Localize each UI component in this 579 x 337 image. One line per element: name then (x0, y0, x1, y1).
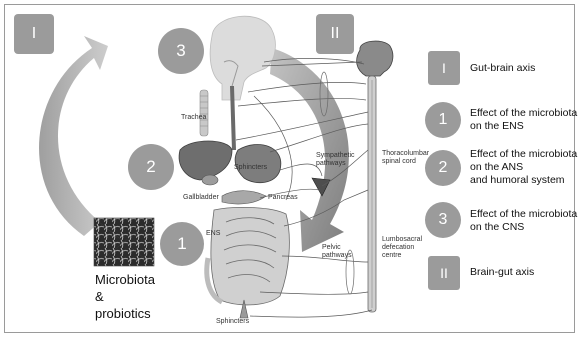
intestines (207, 207, 290, 305)
legend-marker-ens: 1 (425, 102, 461, 138)
ens-effect-badge: 1 (160, 222, 204, 266)
microbiota-label: Microbiota & probiotics (95, 271, 155, 322)
gut-brain-arrow (39, 36, 108, 236)
legend-marker-ans: 2 (425, 150, 461, 186)
trachea (200, 90, 208, 136)
spinal-cord (357, 41, 393, 312)
ans-effect-badge: 2 (128, 144, 174, 190)
gallbladder (202, 175, 218, 185)
gallbladder-label: Gallbladder (183, 194, 219, 202)
sphincters-lower-label: Sphincters (216, 318, 249, 326)
thoracolumbar-label: Thoracolumbar spinal cord (382, 150, 429, 166)
legend-marker-cns: 3 (425, 202, 461, 238)
gut-brain-axis-badge: I (14, 14, 54, 54)
head-figure (210, 16, 275, 100)
sphincters-upper-label: Sphincters (234, 164, 267, 172)
lumbosacral-label: Lumbosacral defecation centre (382, 236, 422, 260)
pancreas (222, 191, 266, 204)
legend-text-brain-gut: Brain-gut axis (470, 266, 534, 279)
trachea-label: Trachea (181, 114, 206, 122)
brain-gut-axis-badge: II (316, 14, 354, 54)
legend-text-cns: Effect of the microbiota on the CNS (470, 208, 577, 234)
legend-marker-brain-gut: II (428, 256, 460, 290)
legend-text-ans: Effect of the microbiota on the ANS and … (470, 148, 577, 187)
pelvic-label: Pelvic pathways (322, 244, 352, 260)
ens-label: ENS (206, 230, 220, 238)
legend-text-ens: Effect of the microbiota on the ENS (470, 107, 577, 133)
sympathetic-label: Sympathetic pathways (316, 152, 355, 168)
liver (179, 141, 232, 180)
esophagus (232, 86, 234, 150)
cns-effect-badge: 3 (158, 28, 204, 74)
legend-text-gut-brain: Gut-brain axis (470, 62, 535, 75)
legend-marker-gut-brain: I (428, 51, 460, 85)
pancreas-label: Pancreas (268, 194, 298, 202)
